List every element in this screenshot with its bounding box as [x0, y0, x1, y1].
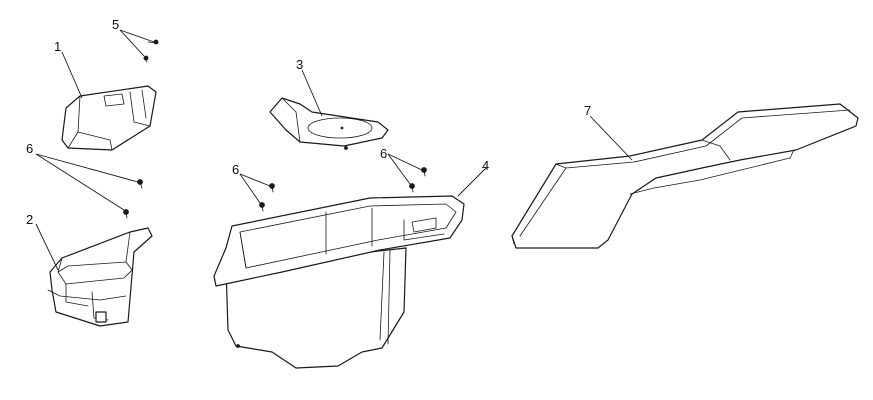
part-2-lower-bracket: [47, 227, 153, 327]
screw-5b: [143, 55, 149, 63]
screw-6f: [409, 183, 415, 193]
callout-2: 2: [26, 212, 33, 227]
screw-6d: [259, 202, 265, 212]
callout-5: 5: [112, 17, 119, 32]
callout-6-right: 6: [380, 146, 387, 161]
part-1-upper-cover: [61, 85, 157, 151]
part-7-seat: [511, 103, 859, 249]
screw-6b: [123, 209, 129, 219]
leader-lines: [35, 29, 633, 271]
part-3-tray: [269, 97, 389, 150]
callout-1: 1: [54, 39, 61, 54]
callout-6-left: 6: [26, 141, 33, 156]
callout-3: 3: [296, 57, 303, 72]
callout-4: 4: [482, 158, 489, 173]
screw-6a: [137, 179, 143, 189]
callout-7: 7: [584, 103, 591, 118]
screw-6c: [269, 183, 275, 193]
part-4-storage-box: [213, 195, 465, 369]
callout-6-middle: 6: [232, 162, 239, 177]
screw-6e: [421, 167, 427, 177]
